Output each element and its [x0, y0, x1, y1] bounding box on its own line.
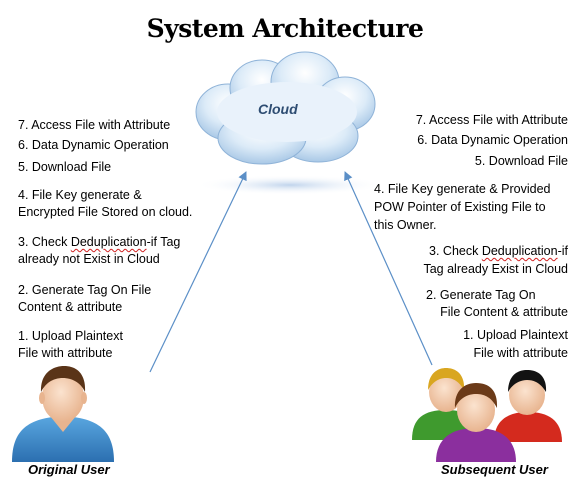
original-step-3-line2: already not Exist in Cloud: [18, 252, 160, 266]
subsequent-step-1-line2: File with attribute: [473, 346, 568, 360]
original-user-avatar: [12, 366, 114, 462]
deduplication-word: Deduplication: [70, 235, 147, 249]
original-step-4-line1: 4. File Key generate &: [18, 188, 142, 202]
subsequent-user-group-avatar: [412, 368, 562, 462]
original-step-5: 5. Download File: [18, 160, 112, 174]
original-step-2-line2: Content & attribute: [18, 300, 123, 314]
subsequent-step-5: 5. Download File: [474, 154, 568, 168]
subsequent-step-4-line3: this Owner.: [374, 218, 437, 232]
arrow-subsequent-to-cloud: [344, 171, 433, 366]
cloud-core: [217, 82, 357, 142]
subsequent-step-6: 6. Data Dynamic Operation: [417, 133, 568, 147]
deduplication-word: Deduplication: [481, 244, 558, 258]
original-step-7: 7. Access File with Attribute: [18, 118, 171, 132]
original-step-1-line2: File with attribute: [18, 346, 113, 360]
diagram-title: System Architecture: [146, 14, 424, 43]
arrow-original-to-cloud: [149, 171, 247, 373]
original-step-4-line2: Encrypted File Stored on cloud.: [18, 205, 193, 219]
original-step-6: 6. Data Dynamic Operation: [18, 138, 169, 152]
subsequent-step-4-line2: POW Pointer of Existing File to: [374, 200, 546, 214]
original-step-1-line1: 1. Upload Plaintext: [18, 329, 123, 343]
subsequent-step-3-line2: Tag already Exist in Cloud: [423, 262, 568, 276]
subsequent-step-3-line1: 3. Check Deduplication-if: [429, 244, 568, 258]
cloud-label: Cloud: [258, 101, 298, 117]
original-step-3-line1: 3. Check Deduplication-if Tag: [18, 235, 181, 249]
subsequent-step-2-line1: 2. Generate Tag On: [426, 288, 536, 302]
subsequent-step-4-line1: 4. File Key generate & Provided: [374, 182, 551, 196]
cloud-shadow: [195, 175, 385, 195]
subsequent-step-2-line2: File Content & attribute: [440, 305, 568, 319]
original-step-2-line1: 2. Generate Tag On File: [18, 283, 152, 297]
subsequent-user-label: Subsequent User: [441, 462, 548, 477]
original-user-label: Original User: [28, 462, 110, 477]
subsequent-step-7: 7. Access File with Attribute: [415, 113, 568, 127]
subsequent-step-1-line1: 1. Upload Plaintext: [463, 328, 568, 342]
